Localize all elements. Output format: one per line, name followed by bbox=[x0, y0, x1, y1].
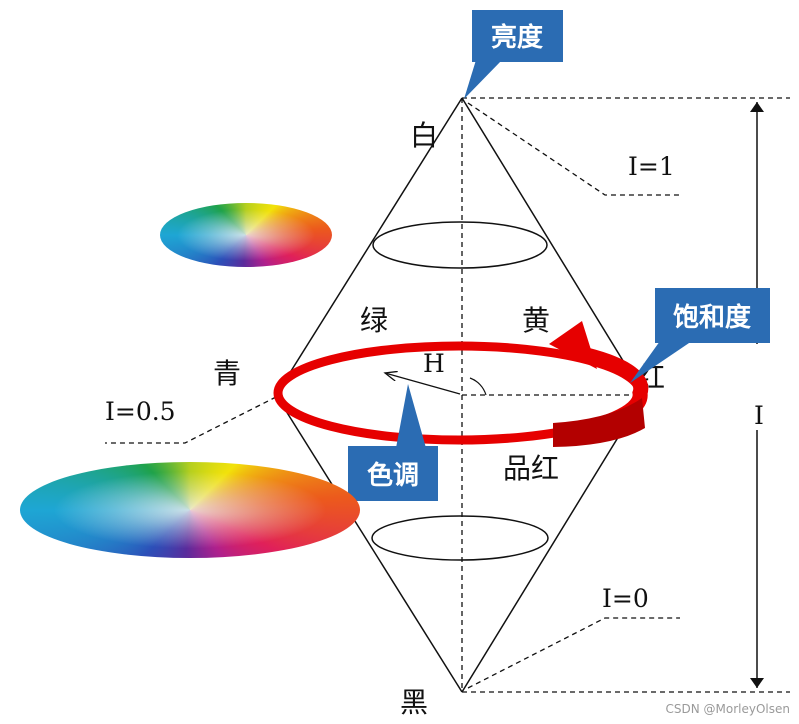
color-wheel-large bbox=[20, 462, 360, 558]
callout-hue-text: 色调 bbox=[367, 460, 419, 491]
i05-leader bbox=[105, 396, 277, 444]
watermark: CSDN @MorleyOlsen bbox=[666, 702, 791, 716]
ring-arrowhead bbox=[549, 321, 597, 369]
label-hue-angle: H bbox=[423, 349, 445, 378]
label-i-top: I=1 bbox=[628, 152, 675, 181]
label-cyan: 青 bbox=[213, 357, 241, 390]
label-i-mid: I=0.5 bbox=[105, 397, 176, 426]
cone-edge-bottom-right bbox=[461, 394, 645, 693]
i0-leader bbox=[467, 617, 680, 689]
label-i-axis: I bbox=[754, 401, 764, 430]
saturation-ring bbox=[273, 321, 649, 447]
label-i-bottom: I=0 bbox=[602, 584, 649, 613]
double-cone bbox=[275, 97, 645, 693]
callout-saturation-text: 饱和度 bbox=[673, 302, 751, 333]
callout-hue: 色调 bbox=[348, 384, 438, 501]
color-wheel-small bbox=[160, 203, 332, 267]
cone-edge-top-right bbox=[461, 97, 645, 396]
callout-saturation-pointer bbox=[630, 341, 692, 383]
i1-leader bbox=[467, 102, 680, 196]
callout-hue-box bbox=[348, 446, 438, 501]
ring-ribbon-shadow bbox=[553, 398, 645, 447]
label-green: 绿 bbox=[360, 304, 388, 337]
hue-angle-arc bbox=[469, 377, 487, 396]
upper-cross-section bbox=[372, 221, 548, 269]
hue-vector bbox=[385, 373, 461, 395]
label-magenta: 品红 bbox=[503, 452, 559, 485]
dashed-guides bbox=[105, 97, 790, 693]
label-black: 黑 bbox=[400, 686, 428, 719]
callout-saturation-box bbox=[655, 288, 770, 343]
label-yellow: 黄 bbox=[522, 304, 550, 337]
callout-brightness: 亮度 bbox=[464, 10, 563, 99]
lower-cross-section bbox=[371, 515, 549, 561]
cone-edge-bottom-left bbox=[275, 394, 463, 693]
callout-brightness-text: 亮度 bbox=[491, 22, 543, 53]
callout-hue-pointer bbox=[396, 384, 426, 448]
label-white: 白 bbox=[410, 119, 438, 152]
callout-saturation: 饱和度 bbox=[630, 288, 770, 383]
cone-edge-top-left bbox=[275, 97, 463, 396]
callout-brightness-box bbox=[472, 10, 563, 62]
callout-brightness-pointer bbox=[464, 60, 502, 99]
